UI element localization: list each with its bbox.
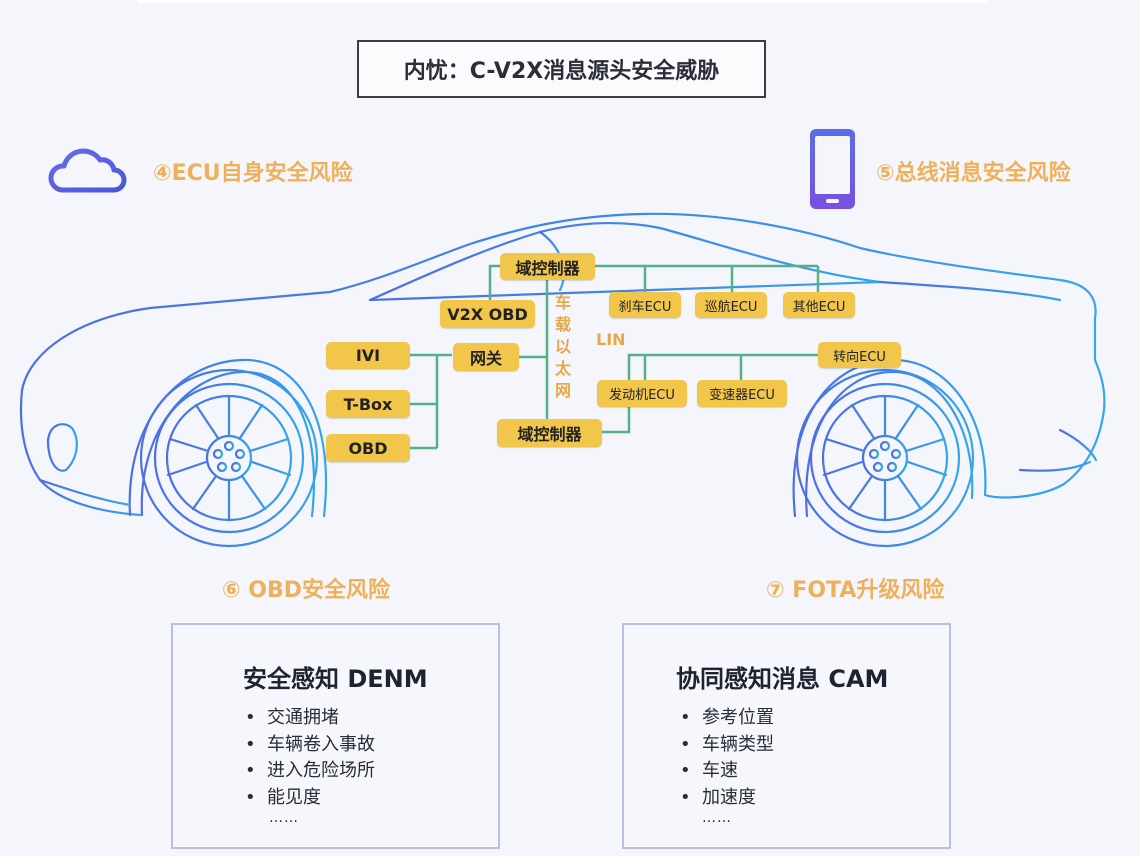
denm-more: …… bbox=[269, 810, 299, 826]
tbox-node: T-Box bbox=[326, 390, 410, 418]
domain-controller-bottom: 域控制器 bbox=[497, 419, 602, 447]
gateway-node: 网关 bbox=[453, 343, 519, 371]
list-item: 进入危险场所 bbox=[245, 758, 375, 785]
list-item: 车辆卷入事故 bbox=[245, 732, 375, 759]
cruise-ecu-node: 巡航ECU bbox=[695, 292, 767, 318]
v2x-obd-node: V2X OBD bbox=[440, 300, 535, 328]
list-item: 车速 bbox=[680, 758, 774, 785]
ivi-node: IVI bbox=[326, 342, 410, 369]
cam-more: …… bbox=[702, 810, 732, 826]
denm-card: 安全感知 DENM 交通拥堵 车辆卷入事故 进入危险场所 能见度 …… bbox=[171, 623, 500, 849]
list-item: 能见度 bbox=[245, 785, 375, 812]
cam-card: 协同感知消息 CAM 参考位置 车辆类型 车速 加速度 …… bbox=[622, 623, 951, 849]
list-item: 交通拥堵 bbox=[245, 705, 375, 732]
network-lines bbox=[410, 264, 820, 450]
engine-ecu-node: 发动机ECU bbox=[597, 380, 687, 407]
risk-label-fota: ⑦ FOTA升级风险 bbox=[766, 578, 945, 603]
other-ecu-node: 其他ECU bbox=[783, 292, 855, 318]
risk-label-obd: ⑥ OBD安全风险 bbox=[222, 578, 391, 603]
list-item: 加速度 bbox=[680, 785, 774, 812]
risk-label-ecu: ④ECU自身安全风险 bbox=[153, 161, 353, 186]
steering-ecu-node: 转向ECU bbox=[818, 342, 901, 368]
top-divider bbox=[138, 0, 988, 3]
cam-card-title: 协同感知消息 CAM bbox=[676, 665, 889, 693]
cloud-icon bbox=[48, 148, 127, 193]
page-title: 内忧：C-V2X消息源头安全威胁 bbox=[357, 40, 766, 98]
list-item: 车辆类型 bbox=[680, 732, 774, 759]
risk-label-bus: ⑤总线消息安全风险 bbox=[876, 161, 1071, 186]
denm-card-title: 安全感知 DENM bbox=[243, 665, 428, 693]
smartphone-icon bbox=[810, 129, 855, 209]
domain-controller-top: 域控制器 bbox=[500, 253, 595, 280]
transmission-ecu-node: 变速器ECU bbox=[697, 380, 787, 407]
brake-ecu-node: 刹车ECU bbox=[609, 292, 681, 318]
lin-label: LIN bbox=[596, 330, 626, 349]
obd-node: OBD bbox=[326, 434, 410, 462]
cam-list: 参考位置 车辆类型 车速 加速度 bbox=[680, 705, 774, 811]
ethernet-label: 车载以太网 bbox=[554, 293, 571, 400]
list-item: 参考位置 bbox=[680, 705, 774, 732]
denm-list: 交通拥堵 车辆卷入事故 进入危险场所 能见度 bbox=[245, 705, 375, 811]
